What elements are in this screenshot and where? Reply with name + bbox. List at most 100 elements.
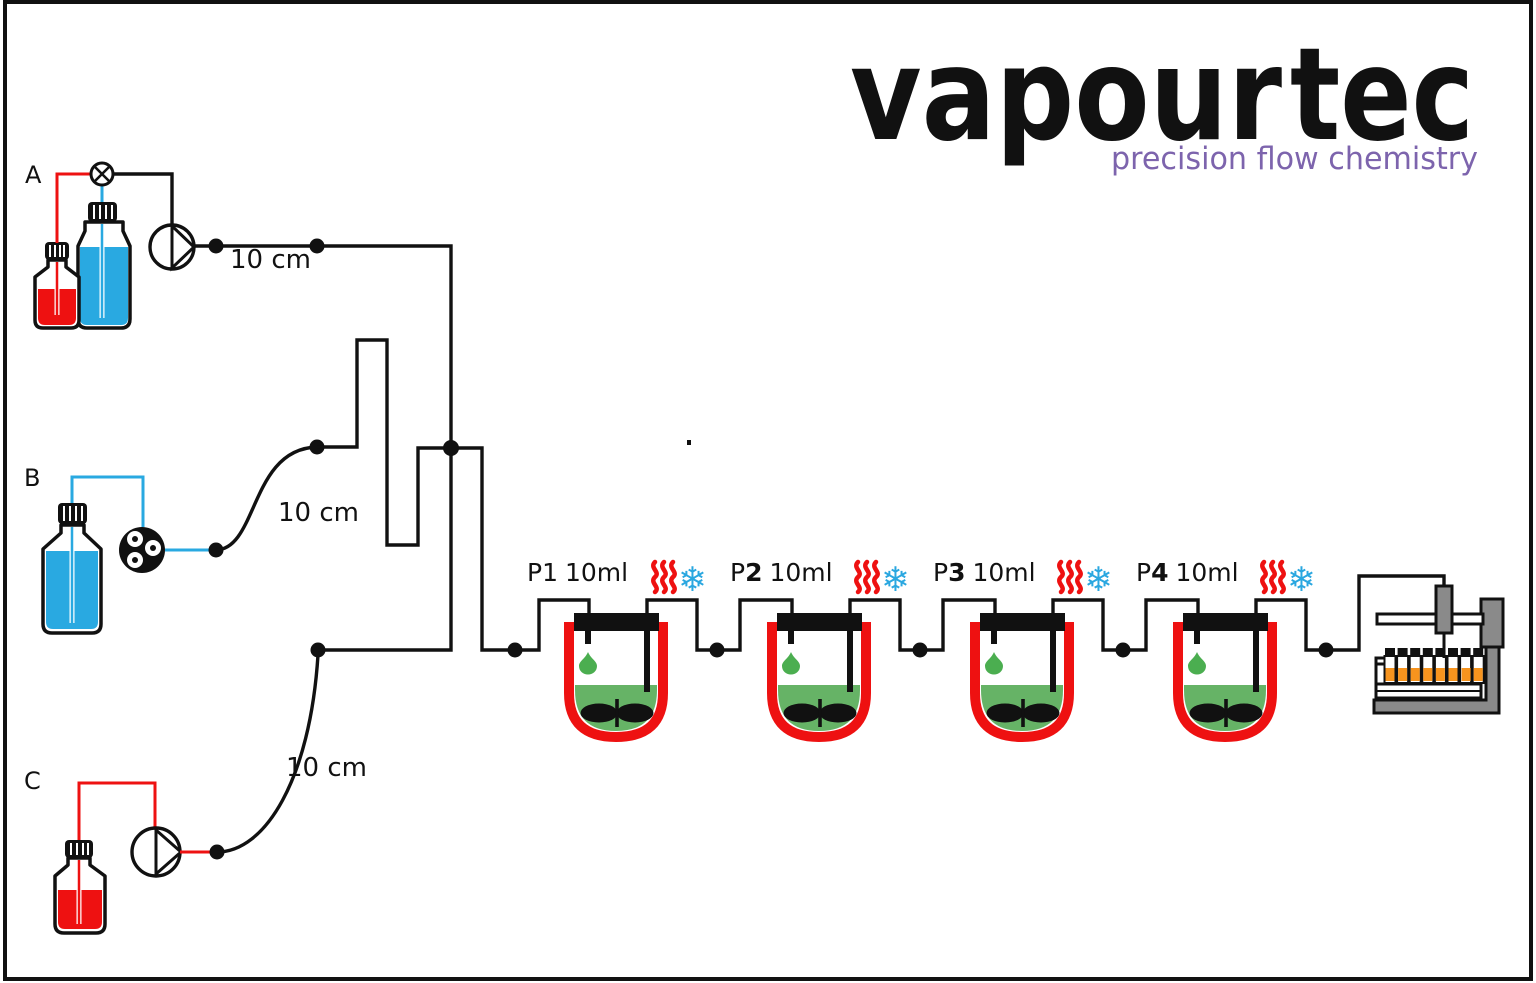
stirrer-blade [1189, 703, 1227, 723]
tube-b-coil [317, 338, 451, 547]
tube-blue-b [70, 475, 145, 527]
connector-dot [912, 642, 928, 658]
vial [1433, 648, 1447, 684]
outlet-dip-tube [847, 613, 853, 692]
heat-icon [1057, 559, 1083, 595]
bottle-blue-a [76, 202, 132, 330]
peristaltic-pump-icon [119, 527, 165, 573]
reactor-lid [777, 613, 862, 631]
stirrer-shaft [1224, 699, 1228, 727]
dispenser-head [1434, 584, 1454, 635]
stirrer-shaft [818, 699, 822, 727]
connector-dot [1318, 642, 1334, 658]
inlet-stub [788, 631, 794, 644]
heat-icon [1260, 559, 1286, 595]
snowflake-icon: ❄ [1084, 560, 1113, 600]
connector-dot [709, 642, 725, 658]
inlet-stub [585, 631, 591, 644]
outlet-dip-tube [644, 613, 650, 692]
diagram-border [3, 0, 1533, 981]
vial [1383, 648, 1397, 684]
stirrer-blade [783, 703, 821, 723]
vial [1446, 648, 1460, 684]
stirrer-shaft [1021, 699, 1025, 727]
bottle-red-c [53, 840, 107, 935]
input-a-label: A [25, 161, 42, 189]
junction-dot [443, 440, 459, 456]
droplet-icon [579, 652, 597, 675]
connector-dot [1115, 642, 1131, 658]
heat-icon [854, 559, 880, 595]
input-c: C 10 cm [24, 448, 453, 935]
brand-tagline: precision flow chemistry [1111, 141, 1478, 177]
heat-icon [651, 559, 677, 595]
input-b-label: B [24, 464, 40, 492]
tube-length-c: 10 cm [286, 753, 367, 783]
bottle-cap [45, 242, 69, 260]
vapourtec-logo: vapour tec precision flow chemistry [850, 21, 1478, 177]
vials [1383, 648, 1485, 684]
tube-combined [451, 446, 591, 652]
input-c-label: C [24, 767, 41, 795]
reactor-lid [980, 613, 1065, 631]
outlet-dip-tube [1050, 613, 1056, 692]
stirrer-blade [616, 703, 654, 723]
mixing-junction [443, 440, 591, 658]
stirrer-blade [986, 703, 1024, 723]
vial [1421, 648, 1435, 684]
tube-a-main [194, 244, 453, 448]
droplet-icon [782, 652, 800, 675]
tube-length-b: 10 cm [278, 498, 359, 528]
cap-ridges [63, 506, 83, 521]
tube-length-a: 10 cm [230, 245, 311, 275]
bottle-cap [58, 503, 87, 524]
vial [1396, 648, 1410, 684]
logo-word-vapour: vapour [850, 21, 1282, 170]
logo-word-tec: tec [1290, 21, 1474, 170]
droplet-icon [985, 652, 1003, 675]
valve-icon [89, 161, 115, 187]
connector-dot [507, 642, 523, 658]
tube-c-to-junction [318, 448, 453, 652]
tube-red-a [55, 172, 91, 243]
tube-red-c [77, 781, 157, 840]
input-b: B 10 cm [24, 338, 451, 635]
reactor-lid [1183, 613, 1268, 631]
tube-a-to-pump [113, 172, 174, 225]
snowflake-icon: ❄ [1287, 560, 1316, 600]
stirrer-blade [1022, 703, 1060, 723]
bottle-blue-b [41, 503, 103, 635]
bottle-cap [88, 202, 117, 222]
outlet-dip-tube [1253, 613, 1259, 692]
stray-mark [687, 440, 691, 445]
stirrer-blade [1225, 703, 1263, 723]
pump-a-icon [148, 222, 197, 272]
cap-ridges [93, 205, 113, 219]
connector-dot [309, 238, 325, 254]
vial [1459, 648, 1473, 684]
stirrer-blade [819, 703, 857, 723]
tube-c-curve [216, 654, 320, 854]
bottle-red-a [33, 242, 81, 330]
cap-ridges [49, 245, 65, 257]
stirrer-shaft [615, 699, 619, 727]
fraction-collector [1372, 584, 1505, 715]
input-a: A [25, 161, 453, 448]
tube-b-curve [215, 445, 318, 552]
snowflake-icon: ❄ [881, 560, 910, 600]
vial [1408, 648, 1422, 684]
cap-ridges [70, 843, 89, 855]
reactor-lid [574, 613, 659, 631]
vial [1471, 648, 1485, 684]
stirrer-blade [580, 703, 618, 723]
connector-dot [208, 238, 224, 254]
